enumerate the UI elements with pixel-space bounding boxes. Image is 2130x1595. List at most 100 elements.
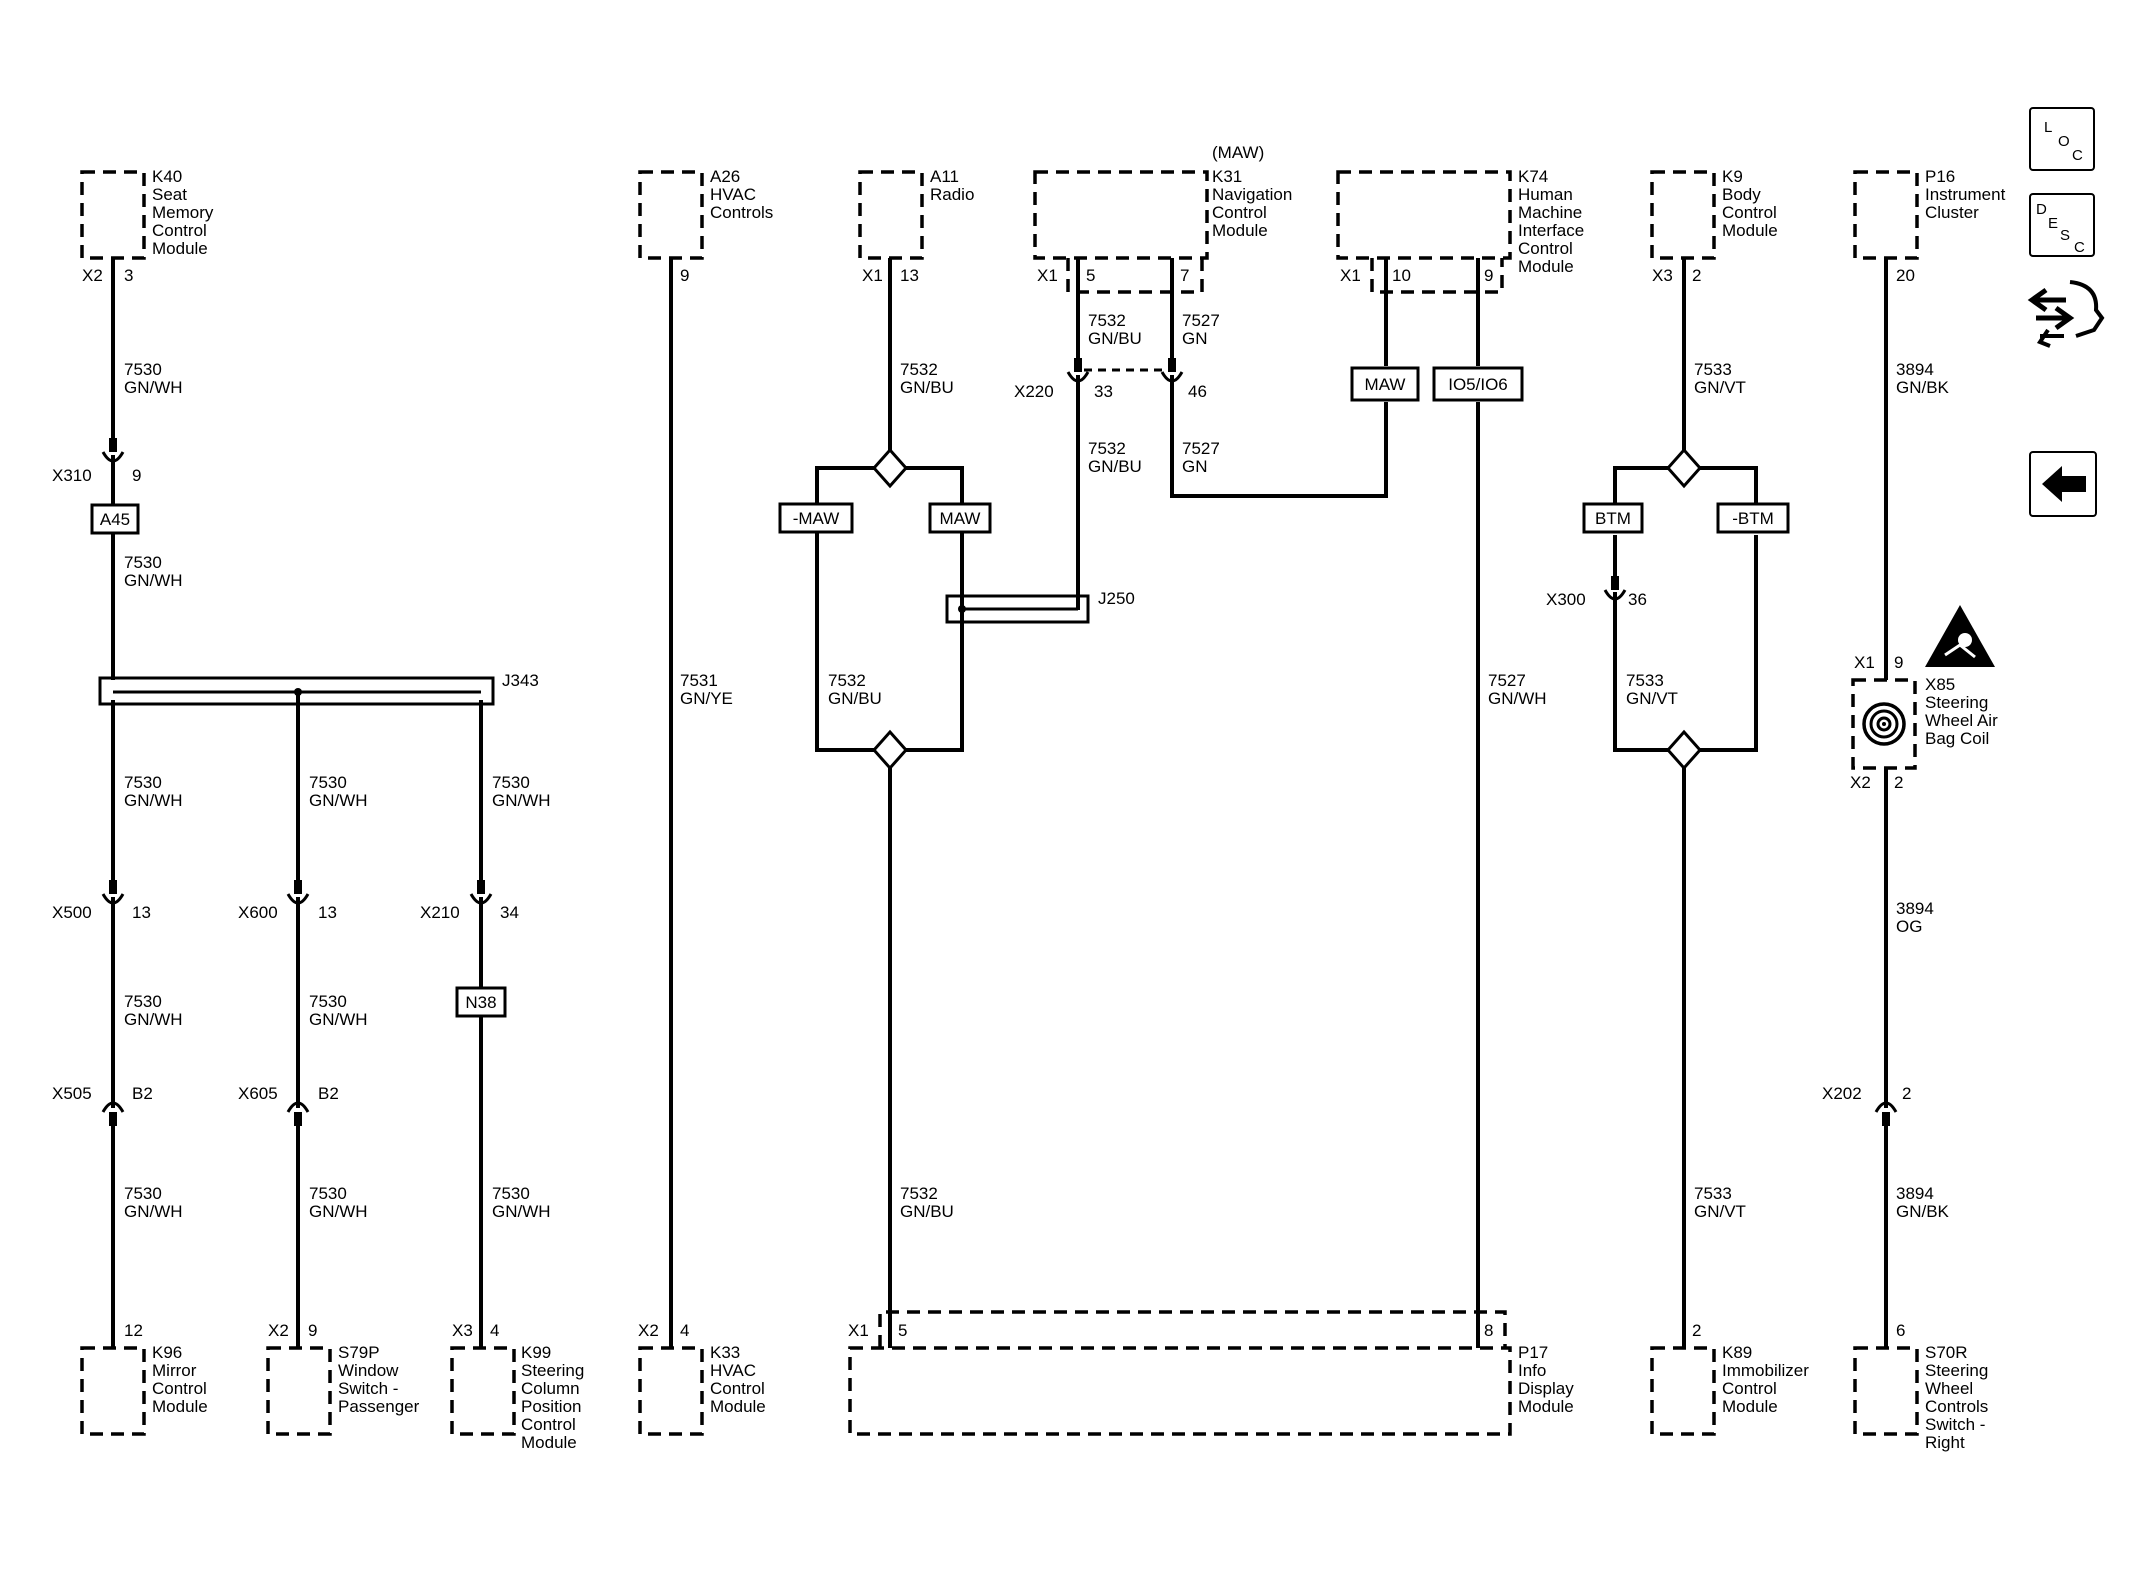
x220-connector-b[interactable]: [1160, 371, 1184, 383]
j343-splice[interactable]: [98, 676, 495, 706]
x210-pin: 34: [500, 903, 519, 922]
p16-pin: 20: [1896, 266, 1915, 285]
p17-conn: X1: [848, 1321, 869, 1340]
a11-box[interactable]: [858, 170, 924, 260]
k40-conn: X2: [82, 266, 103, 285]
k89-box[interactable]: [1650, 1346, 1716, 1436]
x505-connector[interactable]: [101, 1101, 125, 1113]
x202-connector[interactable]: [1874, 1101, 1898, 1113]
k99-pin: 4: [490, 1321, 499, 1340]
s70r-box[interactable]: [1853, 1346, 1919, 1436]
p17-pin-a: 5: [898, 1321, 907, 1340]
x605-connector[interactable]: [286, 1101, 310, 1113]
x85-x1-label: X1: [1854, 653, 1875, 672]
wire-btm-loop-left: [1613, 466, 1668, 505]
x210-connector[interactable]: [469, 893, 493, 905]
x505-label: X505: [52, 1084, 92, 1103]
a26-box[interactable]: [638, 170, 704, 260]
wire-neg-btm-merge: [1700, 535, 1758, 752]
option-neg-maw: -MAW: [793, 509, 840, 528]
k33-conn: X2: [638, 1321, 659, 1340]
x600-pin: 13: [318, 903, 337, 922]
x202-pin: 2: [1902, 1084, 1911, 1103]
k33-box[interactable]: [638, 1346, 704, 1436]
k31-pin-a: 5: [1086, 266, 1095, 285]
x500-label: X500: [52, 903, 92, 922]
k74-connector-outline: [1370, 258, 1504, 294]
p17-box[interactable]: [848, 1346, 1512, 1436]
back-button[interactable]: [2029, 451, 2097, 517]
x300-pin: 36: [1628, 590, 1647, 609]
loc-button[interactable]: L O C: [2029, 107, 2095, 171]
x500-connector[interactable]: [101, 893, 125, 905]
x300-connector[interactable]: [1603, 589, 1627, 601]
svg-text:E: E: [2048, 215, 2058, 232]
k9-box[interactable]: [1650, 170, 1716, 260]
btm-split-diamond: [1665, 447, 1703, 489]
k74-conn: X1: [1340, 266, 1361, 285]
label-k31-note: (MAW): [1212, 143, 1264, 162]
connector-swap-icon[interactable]: [2027, 280, 2105, 348]
back-arrow-icon: [2042, 466, 2086, 502]
k33-pin: 4: [680, 1321, 689, 1340]
k96-pin: 12: [124, 1321, 143, 1340]
btm-merge-diamond: [1665, 729, 1703, 771]
x220-connector-a[interactable]: [1066, 371, 1090, 383]
wire-x300-merge: [1613, 592, 1668, 752]
desc-button[interactable]: D E S C: [2029, 193, 2095, 257]
x600-label: X600: [238, 903, 278, 922]
wire-btm-loop-right: [1700, 466, 1758, 505]
option-n38: N38: [465, 993, 496, 1012]
p16-box[interactable]: [1853, 170, 1919, 260]
maw-merge-diamond: [871, 729, 909, 771]
svg-text:C: C: [2074, 239, 2085, 256]
x600-connector[interactable]: [286, 893, 310, 905]
k40-box[interactable]: [80, 170, 146, 260]
x310-label: X310: [52, 466, 92, 485]
k40-pin: 3: [124, 266, 133, 285]
k96-box[interactable]: [80, 1346, 146, 1436]
s79p-box[interactable]: [266, 1346, 332, 1436]
x202-label: X202: [1822, 1084, 1862, 1103]
k89-pin: 2: [1692, 1321, 1701, 1340]
k31-box[interactable]: [1033, 170, 1209, 260]
k99-conn: X3: [452, 1321, 473, 1340]
a11-conn: X1: [862, 266, 883, 285]
splices: [98, 447, 1703, 771]
k9-conn: X3: [1652, 266, 1673, 285]
j250-splice[interactable]: [945, 594, 1090, 624]
wire-x220-k74: [1170, 375, 1388, 498]
option-maw: MAW: [940, 509, 981, 528]
k31-conn: X1: [1037, 266, 1058, 285]
p17-pin-b: 8: [1484, 1321, 1493, 1340]
option-io5-io6: IO5/IO6: [1448, 375, 1508, 394]
k74-pin-b: 9: [1484, 266, 1493, 285]
k74-box[interactable]: [1336, 170, 1512, 260]
k99-box[interactable]: [450, 1346, 516, 1436]
s70r-pin: 6: [1896, 1321, 1905, 1340]
esd-warning-icon: [1925, 605, 1995, 667]
x310-connector[interactable]: [101, 451, 125, 463]
x210-label: X210: [420, 903, 460, 922]
x220-label: X220: [1014, 382, 1054, 401]
